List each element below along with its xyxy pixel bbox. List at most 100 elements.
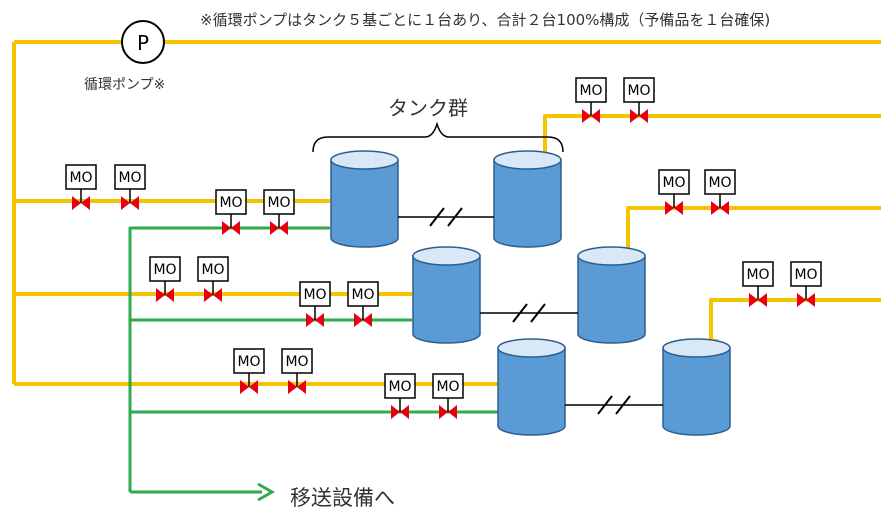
actuator-box xyxy=(233,348,265,374)
valve-body xyxy=(439,405,457,419)
actuator-box xyxy=(347,281,379,307)
return-line-row1 xyxy=(543,114,881,162)
valve-body xyxy=(288,380,306,394)
tank-body xyxy=(493,159,562,248)
mo-valve: MO xyxy=(281,348,313,394)
mo-valve: MO xyxy=(263,189,295,235)
pump-label: 循環ポンプ※ xyxy=(84,77,166,93)
valve-label: MO xyxy=(267,195,290,211)
valve-label: MO xyxy=(153,262,176,278)
actuator-box xyxy=(742,261,774,287)
mo-valve: MO xyxy=(790,261,822,307)
tank-top xyxy=(330,150,399,170)
pipe-break-mark xyxy=(429,207,445,227)
pump-configuration-note: ※循環ポンプはタンク５基ごとに１台あり、合計２台100%構成（予備品を１台確保) xyxy=(200,11,771,29)
tank-body xyxy=(497,347,566,436)
pipe-break-mark xyxy=(615,395,631,415)
mo-valve: MO xyxy=(347,281,379,327)
mo-valve: MO xyxy=(658,169,690,215)
valve-label: MO xyxy=(627,83,650,99)
transfer-header-vertical xyxy=(128,226,330,492)
actuator-box xyxy=(658,169,690,195)
actuator-box xyxy=(432,373,464,399)
actuator-box xyxy=(790,261,822,287)
valve-body xyxy=(711,201,729,215)
valve-label: MO xyxy=(118,170,141,186)
mo-valve: MO xyxy=(65,164,97,210)
valve-label: MO xyxy=(794,267,817,283)
valve-body xyxy=(240,380,258,394)
valve-label: MO xyxy=(237,354,260,370)
valve-label: MO xyxy=(69,170,92,186)
tank-group-bracket xyxy=(312,121,564,153)
pipe-break-mark xyxy=(597,395,613,415)
valve-label: MO xyxy=(746,267,769,283)
actuator-box xyxy=(704,169,736,195)
actuator-box xyxy=(263,189,295,215)
tank-top xyxy=(493,150,562,170)
actuator-box xyxy=(197,256,229,282)
actuator-box xyxy=(623,77,655,103)
mo-valve: MO xyxy=(149,256,181,302)
tank xyxy=(662,338,731,436)
valve-body xyxy=(391,405,409,419)
valve-body xyxy=(797,293,815,307)
valve-label: MO xyxy=(285,354,308,370)
tank-top xyxy=(412,246,481,266)
valve-label: MO xyxy=(303,287,326,303)
tank-body xyxy=(662,347,731,436)
valve-body xyxy=(582,109,600,123)
valve-body xyxy=(72,196,90,210)
actuator-box xyxy=(384,373,416,399)
valve-body xyxy=(665,201,683,215)
tank-group-label: タンク群 xyxy=(388,96,468,120)
valve-body xyxy=(204,288,222,302)
mo-valve: MO xyxy=(215,189,247,235)
valve-label: MO xyxy=(708,175,731,191)
mo-valve: MO xyxy=(742,261,774,307)
pump-icon: P xyxy=(121,20,165,64)
return-line-row3 xyxy=(709,298,881,345)
actuator-box xyxy=(114,164,146,190)
actuator-box xyxy=(299,281,331,307)
pipe-break-mark xyxy=(512,303,528,323)
valve-label: MO xyxy=(201,262,224,278)
tank-top xyxy=(662,338,731,358)
valve-body xyxy=(749,293,767,307)
valve-label: MO xyxy=(219,195,242,211)
mo-valve: MO xyxy=(704,169,736,215)
valve-label: MO xyxy=(388,379,411,395)
valve-label: MO xyxy=(436,379,459,395)
actuator-box xyxy=(575,77,607,103)
tank xyxy=(497,338,566,436)
tank-top xyxy=(497,338,566,358)
valve-body xyxy=(306,313,324,327)
tank xyxy=(577,246,646,344)
mo-valve: MO xyxy=(384,373,416,419)
pipe-break-mark xyxy=(530,303,546,323)
actuator-box xyxy=(215,189,247,215)
valve-label: MO xyxy=(351,287,374,303)
valve-label: MO xyxy=(662,175,685,191)
mo-valve: MO xyxy=(197,256,229,302)
pipe-break-mark xyxy=(447,207,463,227)
valve-body xyxy=(121,196,139,210)
mo-valve: MO xyxy=(432,373,464,419)
return-line-row2 xyxy=(626,206,881,255)
mo-valve: MO xyxy=(299,281,331,327)
tank-top xyxy=(577,246,646,266)
valve-body xyxy=(270,221,288,235)
transfer-arrowhead xyxy=(257,482,276,502)
pump-circle xyxy=(121,20,165,64)
valve-label: MO xyxy=(579,83,602,99)
tank-body xyxy=(412,255,481,344)
valve-body xyxy=(354,313,372,327)
tank-body xyxy=(577,255,646,344)
destination-label: 移送設備へ xyxy=(290,486,395,510)
tank-body xyxy=(330,159,399,248)
actuator-box xyxy=(65,164,97,190)
mo-valve: MO xyxy=(623,77,655,123)
tank xyxy=(330,150,399,248)
mo-valve: MO xyxy=(114,164,146,210)
